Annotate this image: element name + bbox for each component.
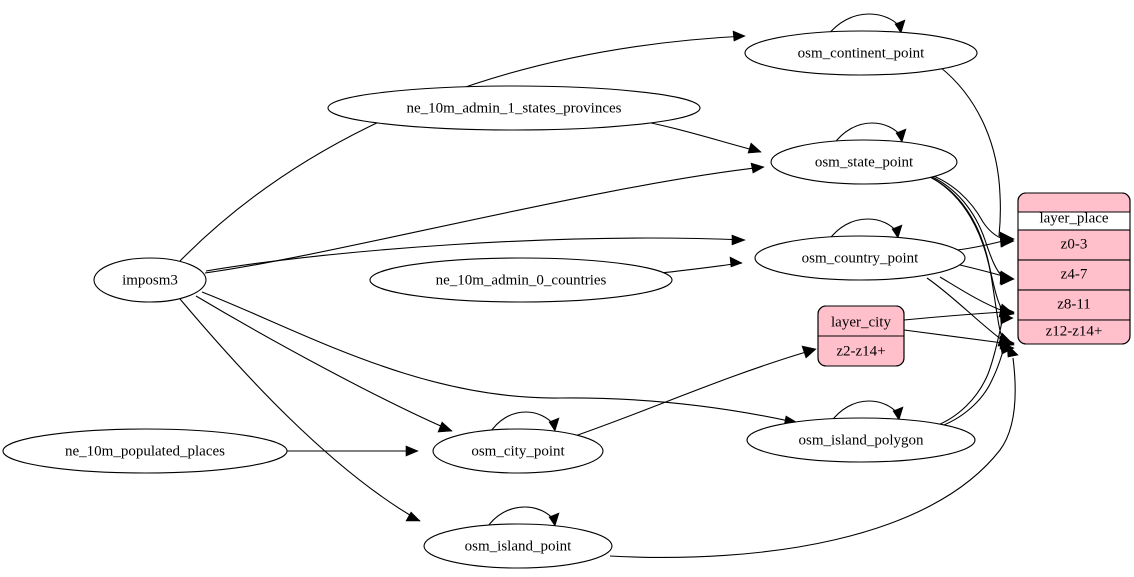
edge-ne-countries-to-osm-country-point [659,256,743,274]
node-osm-country-point[interactable]: osm_country_point [754,235,966,281]
node-ne-10m-admin-1-states-provinces[interactable]: ne_10m_admin_1_states_provinces [327,85,701,131]
node-imposm3[interactable]: imposm3 [93,257,207,303]
record-cell-layer-place-z12-z14[interactable] [1017,319,1131,345]
edge-self-osm-island-polygon [829,400,904,424]
record-border-layer-place [1017,192,1131,345]
edge-osm-island-polygon-to-layer-place-z12-z14 [935,341,1015,429]
edge-self-osm-continent-point [826,13,906,37]
node-osm-city-point[interactable]: osm_city_point [432,428,604,474]
edge-ne-populated-to-osm-city-point [287,445,419,457]
edge-imposm3-to-osm-country-point [205,234,746,272]
record-cell-layer-place-z8-11[interactable] [1017,289,1131,321]
edge-self-osm-country-point [827,218,903,242]
edge-layer [179,13,1019,558]
node-layer: imposm3 ne_10m_admin_1_states_provinces … [2,30,978,569]
node-ne-10m-admin-0-countries[interactable]: ne_10m_admin_0_countries [369,257,673,303]
edge-osm-island-point-to-layer-place-z12-z14 [609,343,1019,558]
node-osm-continent-point[interactable]: osm_continent_point [744,30,978,76]
edge-self-osm-state-point [832,122,907,146]
edge-osm-country-point-to-layer-place-z0-3 [956,234,1015,251]
node-osm-island-polygon[interactable]: osm_island_polygon [746,417,976,463]
record-border-layer-city [817,305,905,367]
node-osm-island-point[interactable]: osm_island_point [423,523,613,569]
edge-osm-country-point-to-layer-place-z4-7 [959,264,1015,285]
record-node-layer-place[interactable]: layer_place z0-3 z4-7 z8-11 z12-z14+ [1017,192,1131,345]
record-node-layer-city[interactable]: layer_city z2-z14+ [817,305,905,367]
edge-imposm3-to-osm-island-polygon [201,291,799,427]
edge-osm-city-point-to-layer-city-z2-z14 [571,345,817,438]
edge-osm-island-polygon-to-layer-place-z8-11 [932,311,1014,428]
edge-imposm3-to-osm-continent-point [179,30,746,262]
edge-imposm3-to-osm-city-point [195,295,453,433]
node-ne-10m-populated-places[interactable]: ne_10m_populated_places [2,428,288,474]
record-cell-layer-place-header [1017,192,1131,213]
record-cell-layer-place-z4-7[interactable] [1017,259,1131,291]
record-label-layer-place-title: layer_place [1039,210,1108,226]
edge-self-osm-island-point [485,506,560,530]
record-cell-layer-city-header [817,305,905,337]
record-cell-layer-place-z0-3[interactable] [1017,229,1131,261]
edge-self-osm-city-point [488,411,560,435]
record-cell-layer-city-z2-z14[interactable] [817,335,905,367]
edge-imposm3-to-osm-island-point [179,298,421,522]
edge-ne-states-to-osm-state-point [650,122,762,154]
edge-imposm3-to-osm-state-point [204,162,765,274]
node-osm-state-point[interactable]: osm_state_point [770,139,958,185]
